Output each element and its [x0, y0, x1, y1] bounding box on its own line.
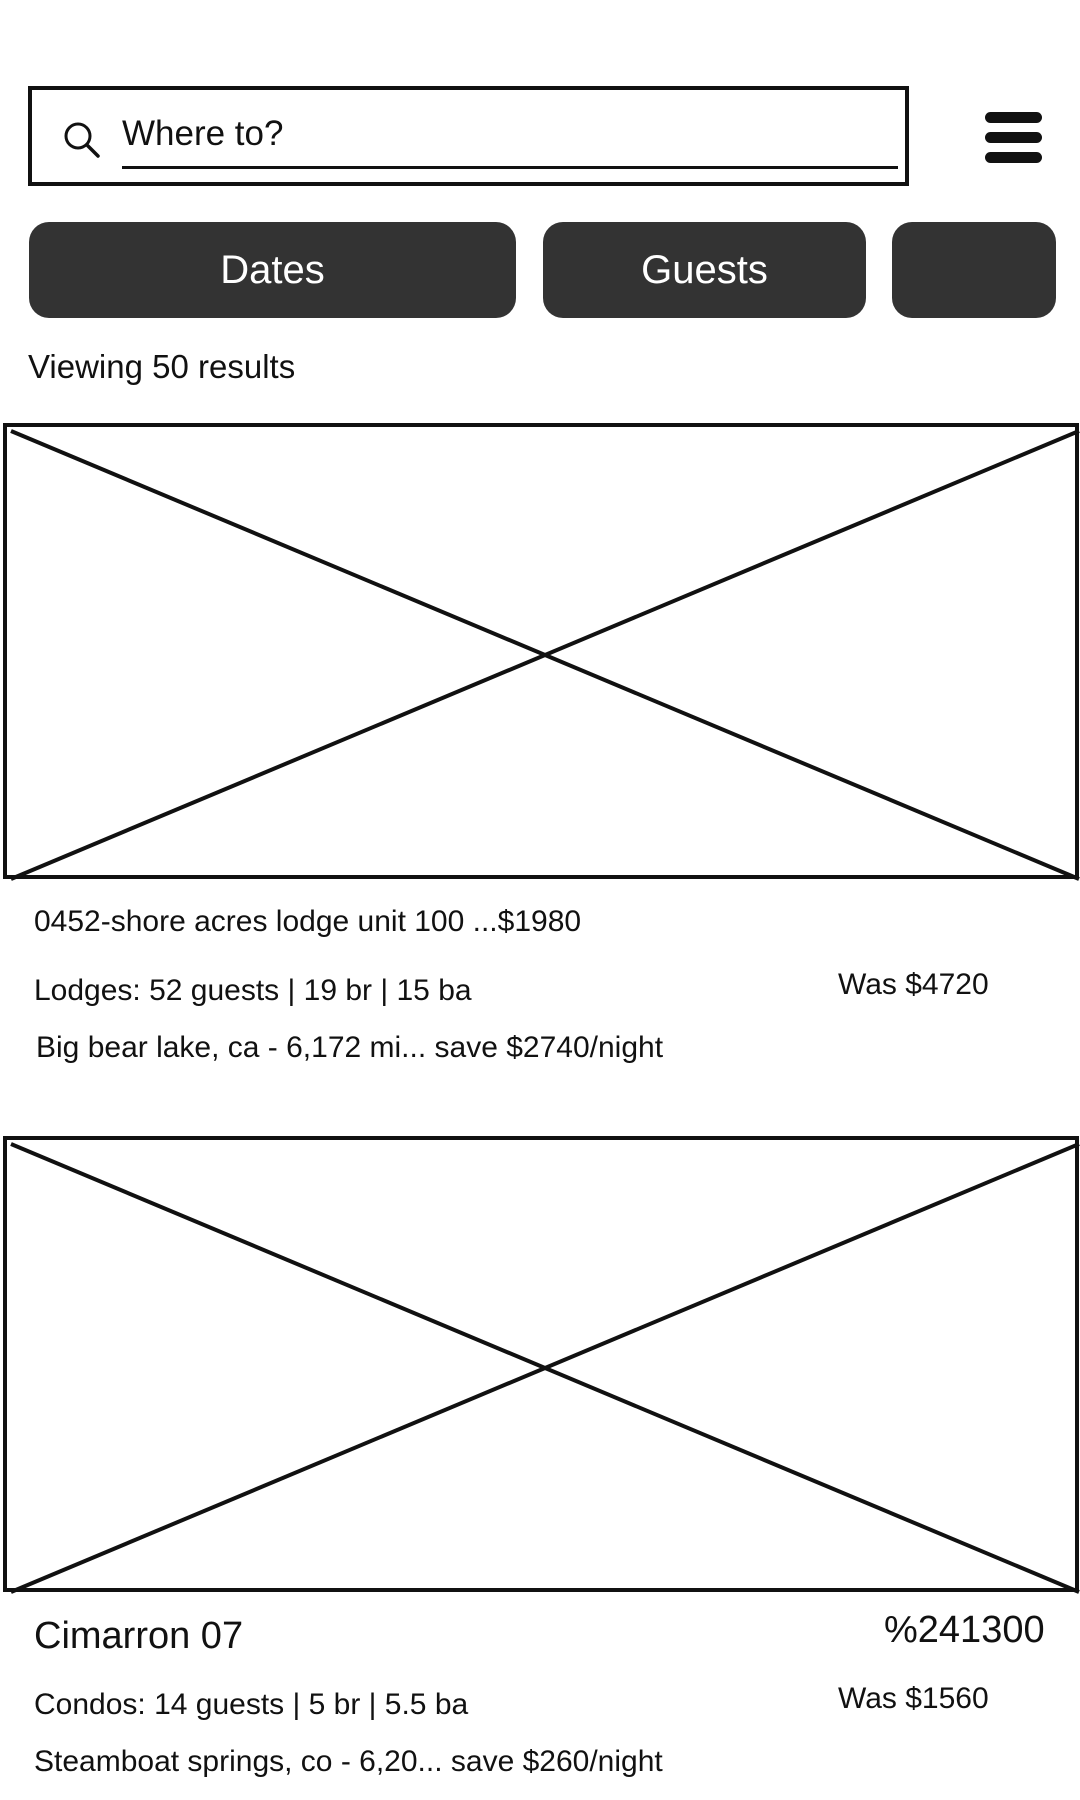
listing-image-placeholder[interactable] — [3, 1136, 1080, 1594]
menu-bar-middle — [985, 132, 1042, 143]
listing-details: Condos: 14 guests | 5 br | 5.5 ba — [34, 1688, 469, 1721]
search-underline — [122, 166, 898, 169]
listing-title[interactable]: 0452-shore acres lodge unit 100 ...$1980 — [34, 905, 582, 938]
menu-bar-top — [985, 112, 1042, 123]
listing-details: Lodges: 52 guests | 19 br | 15 ba — [34, 974, 472, 1007]
guests-filter-button[interactable]: Guests — [543, 222, 866, 318]
listing-was-price: Was $4720 — [838, 968, 989, 1001]
image-placeholder-icon — [10, 429, 1080, 881]
menu-bar-bottom — [985, 152, 1042, 163]
listing-location: Steamboat springs, co - 6,20... save $26… — [34, 1745, 663, 1778]
search-bar[interactable] — [28, 86, 909, 186]
results-count: Viewing 50 results — [28, 348, 296, 385]
menu-button[interactable] — [975, 108, 1055, 168]
search-icon — [64, 122, 100, 158]
image-placeholder-icon — [10, 1142, 1080, 1594]
listing-image-placeholder[interactable] — [3, 423, 1080, 881]
guests-filter-label: Guests — [641, 247, 768, 292]
dates-filter-button[interactable]: Dates — [29, 222, 516, 318]
listing-title[interactable]: Cimarron 07 — [34, 1615, 244, 1657]
listing-price: %241300 — [884, 1609, 1045, 1651]
more-filters-button[interactable] — [892, 222, 1056, 318]
listing-was-price: Was $1560 — [838, 1682, 989, 1715]
search-input[interactable] — [122, 112, 898, 156]
dates-filter-label: Dates — [220, 247, 325, 292]
listing-location: Big bear lake, ca - 6,172 mi... save $27… — [36, 1031, 664, 1064]
